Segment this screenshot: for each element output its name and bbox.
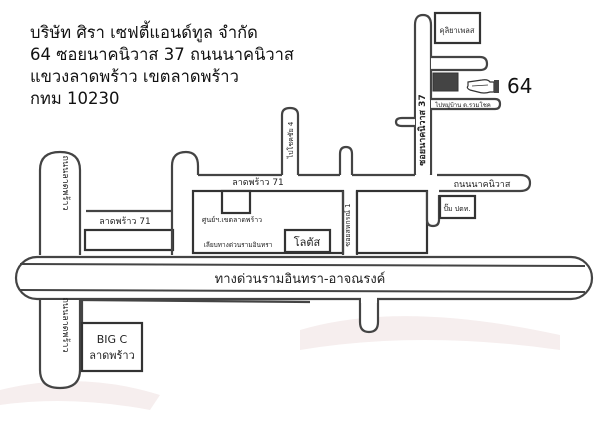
city-block-right: [355, 189, 429, 255]
lotus-store: [283, 228, 332, 254]
road-edge: [81, 298, 311, 304]
soi-chokchai-4-label: ไปโชคชัย 4: [286, 121, 295, 159]
lat-phrao-71-left-label: ลาดพร้าว 71: [99, 216, 151, 227]
side-road-stub: [338, 145, 354, 175]
big-c-store: [80, 321, 144, 373]
side-road-stub: [425, 191, 441, 228]
house-number-label: 64: [507, 74, 533, 98]
paper-smudge: [0, 381, 160, 410]
soi-chokchai-4-road: [280, 106, 300, 175]
pointing-hand-icon: [466, 79, 499, 94]
city-block: [83, 228, 175, 252]
lat-phrao-71-main-label: ลาดพร้าว 71: [232, 177, 284, 188]
lotus-label: โลตัส: [294, 235, 321, 249]
lat-phrao-road-upper: [38, 150, 82, 255]
district-office-building: [220, 189, 252, 215]
address-district: แขวงลาดพร้าว เขตลาดพร้าว: [30, 67, 239, 86]
paper-smudge: [300, 316, 560, 350]
lat-phrao-road-lower: [38, 300, 82, 390]
company-name: บริษัท ศิรา เซฟตี้แอนด์ทูล จำกัด: [30, 23, 258, 42]
soi-sahakorn-1-label: ซอยสหกรณ์ 1: [344, 203, 352, 246]
village-road: [431, 97, 502, 111]
kulliya-place-label: คุลิยาเพลส: [440, 26, 475, 35]
big-c-label-line2: ลาดพร้าว: [89, 349, 135, 362]
soi-nak-niwat-37-label: ซอยนาคนิวาส 37: [417, 94, 428, 165]
address-street: 64 ซอยนาคนิวาส 37 ถนนนาคนิวาส: [30, 45, 294, 64]
nak-niwat-road: [437, 173, 532, 193]
side-road-stub: [358, 300, 380, 334]
kulliya-place-building: [433, 11, 482, 45]
to-village-label: ไปหมู่บ้าน ด.รวมโชค: [434, 101, 491, 109]
expressway-label: ทางด่วนรามอินทรา-อาจณรงค์: [215, 271, 386, 287]
expressway-lane-line: [19, 263, 586, 267]
big-c-label-line1: BIG C: [97, 333, 128, 346]
side-road-stub: [394, 116, 415, 128]
company-building: [432, 72, 459, 92]
lat-phrao-road-label-lower: ถนนลาดพร้าว: [60, 297, 71, 352]
expressway-road: [14, 255, 594, 301]
expressway-lane-line: [19, 289, 586, 293]
frontage-road-label: เลียบทางด่วนรามอินทรา: [204, 241, 273, 249]
address-postcode: กทม 10230: [30, 89, 120, 108]
district-office-label: ศูนย์ฯ.เขตลาดพร้าว: [202, 216, 262, 224]
side-road-stub: [170, 150, 200, 211]
gas-station-label: ปั๊ม ปตท.: [443, 203, 470, 213]
nak-niwat-road-label: ถนนนาคนิวาส: [454, 179, 511, 190]
road-fill: [416, 100, 430, 174]
gas-station: [438, 194, 477, 220]
side-road-stub: [431, 55, 489, 72]
road-fill: [361, 297, 377, 303]
lat-phrao-road-label-upper: ถนนลาดพร้าว: [60, 155, 71, 210]
company-address: บริษัท ศิรา เซฟตี้แอนด์ทูล จำกัด 64 ซอยน…: [30, 22, 294, 110]
